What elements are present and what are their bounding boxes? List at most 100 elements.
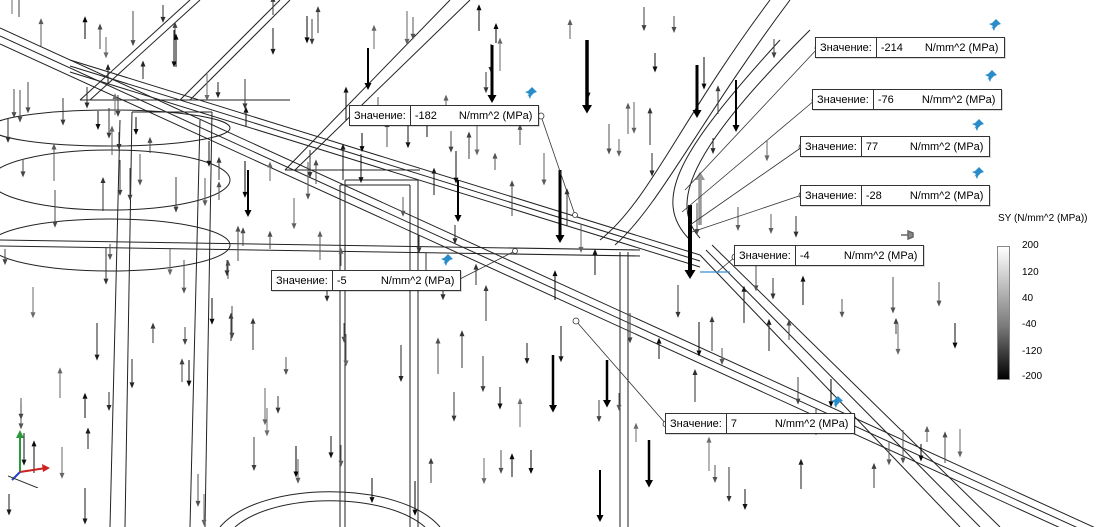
vector-arrowhead [305,193,311,200]
probe-annotation-1[interactable]: Значение: -214 N/mm^2 (MPa) [815,37,1006,58]
vector-arrowhead [592,248,598,255]
pushpin-icon[interactable] [984,69,998,83]
vector-arrowhead [466,131,472,138]
probe-label: Значение: [666,414,727,433]
vector-arrowhead [498,467,504,474]
vector-arrowhead [627,337,633,344]
vector-arrowhead [18,413,24,420]
vector-arrowhead [307,171,313,178]
vector-arrowhead [358,177,364,184]
vector-arrowhead [251,465,257,472]
vector-arrowhead [404,38,410,45]
vector-arrowhead [216,156,222,163]
unpinned-pushpin-icon[interactable] [900,228,914,242]
vector-arrowhead [115,110,121,117]
pushpin-icon[interactable] [524,86,538,100]
vector-arrowhead [839,311,845,318]
probe-annotation-6[interactable]: Значение: -4 N/mm^2 (MPa) [734,245,925,266]
vector-arrowhead [517,397,523,404]
vector-arrowhead [452,238,458,245]
legend-tick: -120 [1022,346,1043,357]
legend-tick: 200 [1022,240,1039,251]
vector-arrowhead [97,23,103,30]
pushpin-icon[interactable] [971,166,985,180]
vector-arrowhead [890,307,896,314]
vector-arrowhead [82,392,88,399]
vector-arrowhead [242,191,248,198]
vector-arrowhead [20,171,26,178]
vector-arrowhead [304,37,310,44]
vector-arrowhead [262,419,268,426]
vector-arrowhead [283,369,289,376]
probe-label: Значение: [813,90,874,109]
vector-arrowhead [133,128,139,135]
vector-arrowhead [338,460,344,467]
vector-arrowhead [481,478,487,485]
vector-arrowhead [741,285,747,292]
pushpin-icon[interactable] [971,118,985,132]
vector-arrowhead [692,110,702,118]
probe-value: -4 [799,249,810,262]
vector-arrowhead [649,170,655,177]
vector-arrowhead [172,21,178,28]
probe-annotation-7[interactable]: Значение: -5 N/mm^2 (MPa) [271,270,462,291]
vector-arrowhead [244,210,252,217]
probe-value: 7 [730,417,737,430]
probe-annotation-3[interactable]: Значение: 77 N/mm^2 (MPa) [800,136,991,157]
pushpin-icon[interactable] [440,253,454,267]
vector-arrowhead [364,83,372,90]
vector-arrowhead [567,19,573,26]
vector-arrowhead [94,354,100,361]
vector-arrowhead [106,132,112,139]
probe-annotation-8[interactable]: Значение: 7 N/mm^2 (MPa) [665,413,856,434]
vector-arrowhead [95,123,101,130]
probe-annotation-4[interactable]: Значение: -28 N/mm^2 (MPa) [800,185,991,206]
vector-arrowhead [416,247,422,254]
probe-unit: N/mm^2 (MPa) [909,140,984,153]
vector-arrowhead [359,146,365,153]
vector-arrowhead [11,112,17,119]
vector-arrowhead [202,200,208,207]
vector-arrowhead [201,519,207,526]
vector-arrowhead [267,230,273,237]
vector-arrowhead [715,85,721,92]
vector-arrowhead [828,401,834,408]
vector-arrowhead [692,369,698,376]
vector-arrowhead [242,103,248,110]
vector-arrowhead [924,425,930,432]
vector-arrowhead [195,500,201,507]
vector-arrowhead [428,457,434,464]
vector-arrowhead [340,143,346,150]
probe-label: Значение: [735,246,796,265]
vector-arrowhead [483,87,489,94]
vector-arrowhead [21,459,27,466]
vector-arrowhead [786,319,792,326]
vector-arrowhead [38,18,44,25]
vector-arrowhead [224,270,230,277]
vector-arrowhead [656,337,662,344]
vector-arrowhead [228,312,234,319]
vector-arrowhead [633,422,639,429]
vector-arrowhead [270,0,276,2]
vector-arrowhead [712,477,718,484]
vector-arrowhead [270,48,276,55]
vector-arrowhead [410,33,416,40]
vector-arrowhead [578,246,584,253]
vector-arrowhead [5,136,11,143]
probe-label: Значение: [801,137,862,156]
vector-arrowhead [509,453,515,460]
vector-arrowhead [764,155,770,162]
vector-arrowhead [84,102,90,109]
pushpin-icon[interactable] [830,395,844,409]
vector-arrowhead [225,259,231,266]
vector-arrowhead [57,367,63,374]
probe-annotation-2[interactable]: Значение: -76 N/mm^2 (MPa) [812,89,1003,110]
vector-arrowhead [459,330,465,337]
probe-annotation-5[interactable]: Значение: -182 N/mm^2 (MPa) [349,105,540,126]
vector-arrowhead [493,22,499,29]
probe-unit: N/mm^2 (MPa) [380,274,455,287]
probe-label: Значение: [350,106,411,125]
pushpin-icon[interactable] [988,18,1002,32]
vector-arrowhead [235,225,241,232]
